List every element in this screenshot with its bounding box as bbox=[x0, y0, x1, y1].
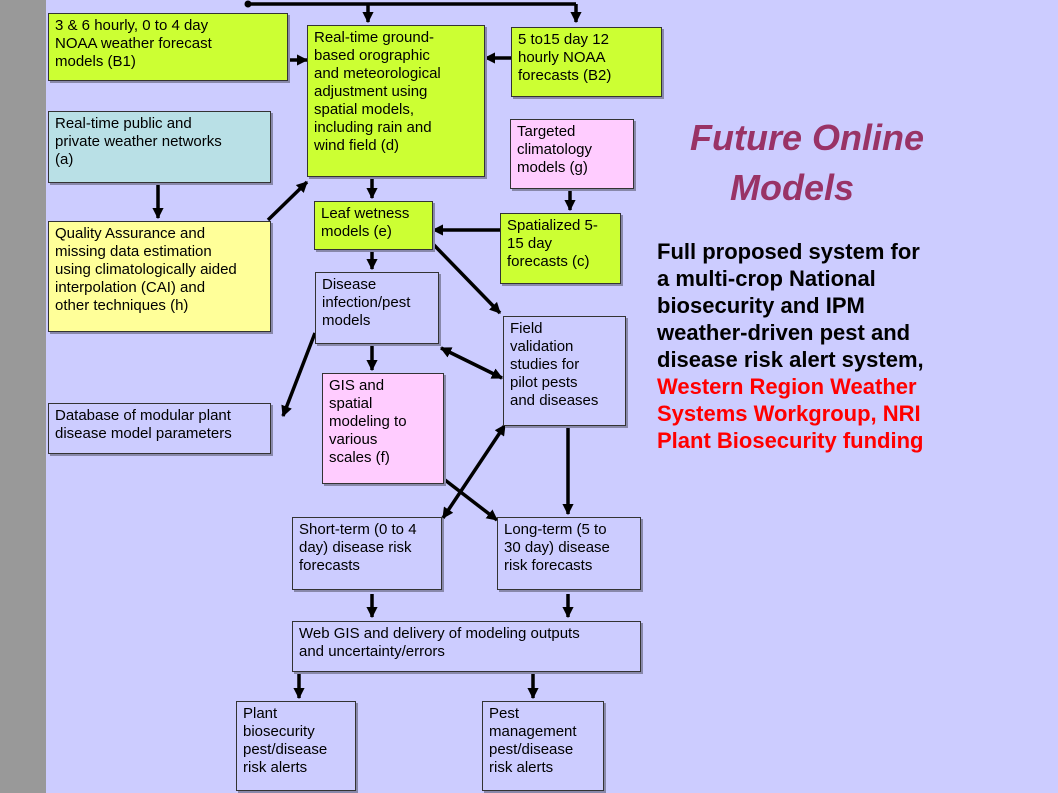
description-main: Full proposed system for a multi-crop Na… bbox=[657, 239, 924, 372]
node-a-weather-networks: Real-time public and private weather net… bbox=[48, 111, 271, 183]
title-line-2: Models bbox=[690, 167, 855, 208]
arrow-f-to-long bbox=[443, 478, 499, 522]
node-d-orographic-adjustment: Real-time ground- based orographic and m… bbox=[307, 25, 485, 177]
node-field-validation: Field validation studies for pilot pests… bbox=[503, 316, 626, 426]
node-plant-biosecurity-alerts: Plant biosecurity pest/disease risk aler… bbox=[236, 701, 356, 791]
node-g-targeted-climatology: Targeted climatology models (g) bbox=[510, 119, 634, 189]
node-e-leaf-wetness: Leaf wetness models (e) bbox=[314, 201, 433, 250]
node-h-quality-assurance: Quality Assurance and missing data estim… bbox=[48, 221, 271, 332]
node-disease-infection-models: Disease infection/pest models bbox=[315, 272, 439, 344]
node-database-parameters: Database of modular plant disease model … bbox=[48, 403, 271, 454]
arrow-h-to-d bbox=[266, 180, 309, 222]
slide-description: Full proposed system for a multi-crop Na… bbox=[657, 238, 1037, 454]
node-long-term-forecasts: Long-term (5 to 30 day) disease risk for… bbox=[497, 517, 641, 590]
node-b1-noaa-short-forecast: 3 & 6 hourly, 0 to 4 day NOAA weather fo… bbox=[48, 13, 288, 81]
left-sidebar-stripe bbox=[0, 0, 46, 793]
arrow-e-to-field bbox=[431, 242, 502, 315]
node-c-spatialized-forecasts: Spatialized 5- 15 day forecasts (c) bbox=[500, 213, 621, 284]
top-connector-dot bbox=[244, 0, 252, 8]
node-short-term-forecasts: Short-term (0 to 4 day) disease risk for… bbox=[292, 517, 442, 590]
slide-title: Future Online Models bbox=[690, 113, 1030, 213]
node-pest-management-alerts: Pest management pest/disease risk alerts bbox=[482, 701, 604, 791]
arrow-short-field bbox=[441, 424, 507, 519]
node-f-gis-spatial-modeling: GIS and spatial modeling to various scal… bbox=[322, 373, 444, 484]
arrow-disease-to-database bbox=[281, 332, 317, 418]
node-web-gis-delivery: Web GIS and delivery of modeling outputs… bbox=[292, 621, 641, 672]
description-funding: Western Region Weather Systems Workgroup… bbox=[657, 374, 924, 453]
node-b2-noaa-long-forecast: 5 to15 day 12 hourly NOAA forecasts (B2) bbox=[511, 27, 662, 97]
title-line-1: Future Online bbox=[690, 117, 924, 158]
arrow-disease-field bbox=[439, 346, 504, 380]
